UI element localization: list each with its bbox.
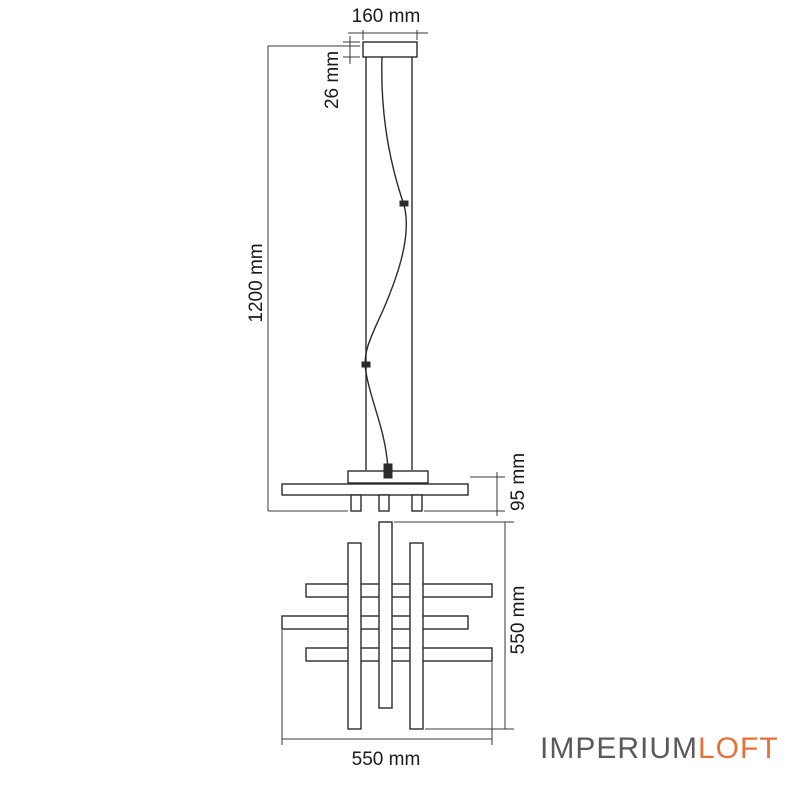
side-view <box>281 41 469 512</box>
brand-logo: IMPERIUMLOFT <box>540 734 779 764</box>
cord-connector <box>383 463 393 479</box>
power-cord <box>364 56 408 471</box>
cord-clip-upper <box>399 200 409 207</box>
side-bar-end-1 <box>350 494 362 512</box>
side-bar-end-3 <box>411 494 423 512</box>
top-view <box>281 521 493 730</box>
cord-clip-lower <box>361 361 371 368</box>
label-canopy-height: 26 mm <box>322 51 343 109</box>
dimension-canopy-width: 160 mm <box>348 6 428 40</box>
dimension-fixture-height: 95 mm <box>424 453 529 516</box>
side-bar-horizontal <box>281 483 469 496</box>
canopy <box>362 41 418 58</box>
top-bar-horizontal-1 <box>305 583 493 598</box>
top-bar-vertical-2 <box>378 521 393 709</box>
dimension-fixture-depth: 550 mm <box>394 521 529 730</box>
top-bar-vertical-1 <box>347 542 362 730</box>
label-fixture-depth: 550 mm <box>508 586 529 655</box>
top-bar-vertical-3 <box>409 542 424 730</box>
label-total-height: 1200 mm <box>246 243 267 322</box>
label-canopy-width: 160 mm <box>352 6 421 27</box>
dimension-canopy-height: 26 mm <box>322 36 360 109</box>
brand-part-2: LOFT <box>698 732 779 765</box>
top-bar-horizontal-3 <box>305 647 493 662</box>
top-bar-horizontal-2 <box>281 615 469 630</box>
label-fixture-height: 95 mm <box>508 453 529 511</box>
dimension-total-height: 1200 mm <box>246 45 360 512</box>
brand-part-1: IMPERIUM <box>540 732 698 765</box>
dimension-fixture-width: 550 mm <box>281 630 493 770</box>
side-bar-end-2 <box>378 494 390 512</box>
label-fixture-width: 550 mm <box>352 749 421 770</box>
